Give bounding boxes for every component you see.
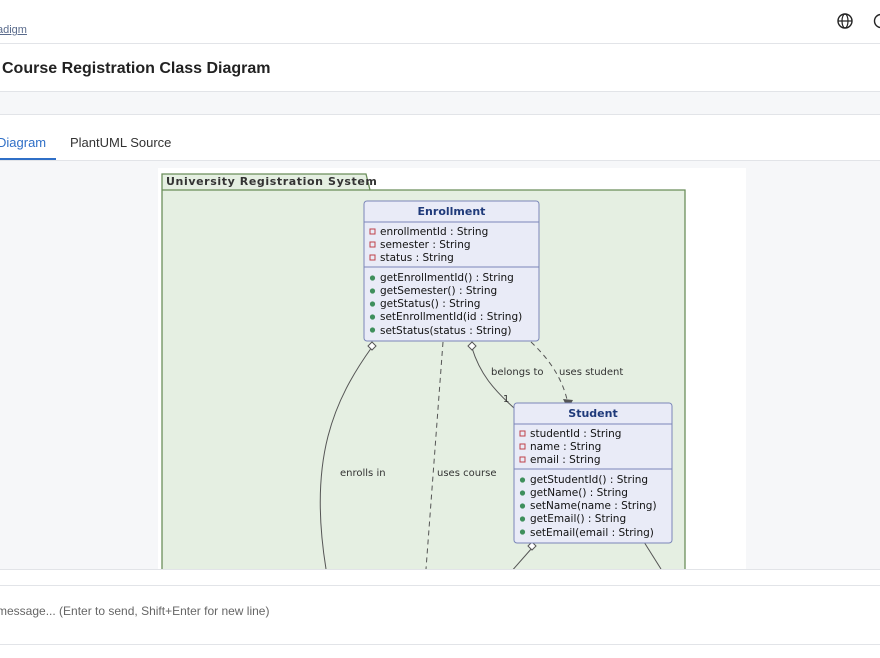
relation-uses-course	[425, 341, 444, 569]
diagram-viewport[interactable]: University Registration System belongs t…	[0, 161, 880, 569]
public-method-marker	[369, 327, 376, 333]
tab-plantuml-source[interactable]: PlantUML Source	[70, 135, 172, 150]
top-bar: adigm	[0, 0, 880, 44]
label-uses-student: uses student	[559, 367, 623, 378]
class-method: getSemester() : String	[380, 285, 497, 297]
class-enrollment[interactable]: Enrollment enrollmentId : String semeste…	[363, 200, 540, 342]
input-divider	[0, 569, 880, 586]
class-field: email : String	[530, 454, 601, 466]
page-title: Course Registration Class Diagram	[2, 60, 271, 77]
public-method-marker	[519, 477, 526, 483]
label-multiplicity: 1	[503, 394, 509, 405]
globe-icon[interactable]	[836, 12, 854, 30]
label-uses-course: uses course	[437, 468, 497, 479]
toolbar-band	[0, 92, 880, 115]
public-method-marker	[369, 301, 376, 307]
class-name: Student	[568, 407, 617, 420]
class-diagram: University Registration System belongs t…	[161, 173, 686, 569]
class-method: getStudentId() : String	[530, 474, 648, 486]
settings-icon[interactable]	[872, 12, 880, 30]
public-method-marker	[519, 529, 526, 535]
package-label: University Registration System	[166, 175, 377, 188]
class-method: getEnrollmentId() : String	[380, 272, 514, 284]
class-field: studentId : String	[530, 428, 621, 440]
public-method-marker	[369, 275, 376, 281]
public-method-marker	[369, 314, 376, 320]
private-field-marker	[519, 443, 526, 450]
class-method: setEmail(email : String)	[530, 527, 654, 539]
relation-uses-student	[530, 341, 569, 405]
private-field-marker	[369, 228, 376, 235]
breadcrumb-link[interactable]: adigm	[0, 24, 27, 36]
private-field-marker	[519, 430, 526, 437]
active-tab-indicator	[0, 158, 56, 160]
label-enrolls-in: enrolls in	[340, 468, 386, 479]
relation-student-down-left	[512, 547, 533, 569]
message-composer	[0, 585, 880, 645]
class-method: setStatus(status : String)	[380, 325, 512, 337]
private-field-marker	[369, 241, 376, 248]
label-belongs-to: belongs to	[491, 367, 544, 378]
public-method-marker	[519, 490, 526, 496]
relation-enrolls-in	[319, 346, 373, 569]
private-field-marker	[519, 456, 526, 463]
class-field: semester : String	[380, 239, 471, 251]
aggregation-diamond	[367, 341, 377, 351]
private-field-marker	[369, 254, 376, 261]
diagram-canvas: University Registration System belongs t…	[158, 168, 746, 569]
class-method: setEnrollmentId(id : String)	[380, 311, 522, 323]
tab-diagram[interactable]: Diagram	[0, 135, 47, 150]
public-method-marker	[519, 503, 526, 509]
class-field: enrollmentId : String	[380, 226, 488, 238]
class-field: name : String	[530, 441, 601, 453]
class-student[interactable]: Student studentId : String name : String…	[513, 402, 673, 544]
message-input[interactable]	[0, 600, 857, 622]
tab-bar: Diagram PlantUML Source	[0, 115, 880, 161]
aggregation-diamond	[527, 541, 537, 551]
class-field: status : String	[380, 252, 454, 264]
title-bar: Course Registration Class Diagram	[0, 44, 880, 92]
public-method-marker	[369, 288, 376, 294]
public-method-marker	[519, 516, 526, 522]
relation-belongs-to	[471, 347, 515, 409]
class-method: getName() : String	[530, 487, 628, 499]
aggregation-diamond	[467, 341, 477, 351]
class-method: getStatus() : String	[380, 298, 480, 310]
class-name: Enrollment	[418, 205, 486, 218]
class-method: setName(name : String)	[530, 500, 657, 512]
relation-student-down-right	[643, 541, 662, 569]
class-method: getEmail() : String	[530, 513, 626, 525]
